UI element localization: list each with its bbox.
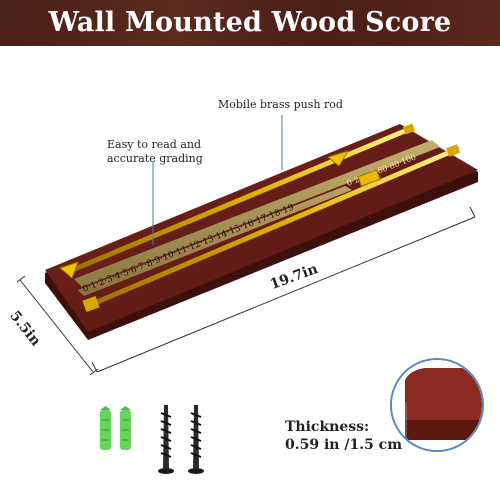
slider-block [357,169,381,187]
brass-rod-lower [87,147,458,308]
thickness-label: Thickness: [285,419,370,435]
callout-push-rod: Mobile brass push rod [218,98,343,111]
scale-plate-lower [78,186,352,296]
rod-end-cap [402,123,416,135]
slider-marker [326,150,350,167]
thickness-info: Thickness: 0.59 in /1.5 cm [285,418,402,454]
title-banner [0,0,500,46]
wall-anchor [120,406,131,450]
rod-end-cap [82,295,100,313]
brass-rod-upper [67,125,415,274]
wall-anchor [100,406,111,450]
scale-plate [74,140,440,287]
page-title: Wall Mounted Wood Score Board [48,7,452,84]
callout-grading-line1: Easy to read and [107,138,202,151]
slider-marker [58,261,79,279]
dimension-line-length [96,216,476,373]
rod-end-cap [445,144,461,157]
screw [188,405,204,474]
callout-grading: Easy to read and accurate grading [107,138,203,166]
thickness-value: 0.59 in /1.5 cm [285,437,403,453]
thickness-detail-closeup [392,360,482,450]
callout-grading-line2: accurate grading [107,152,203,165]
screw [158,405,174,474]
dimension-line-width [19,279,94,373]
